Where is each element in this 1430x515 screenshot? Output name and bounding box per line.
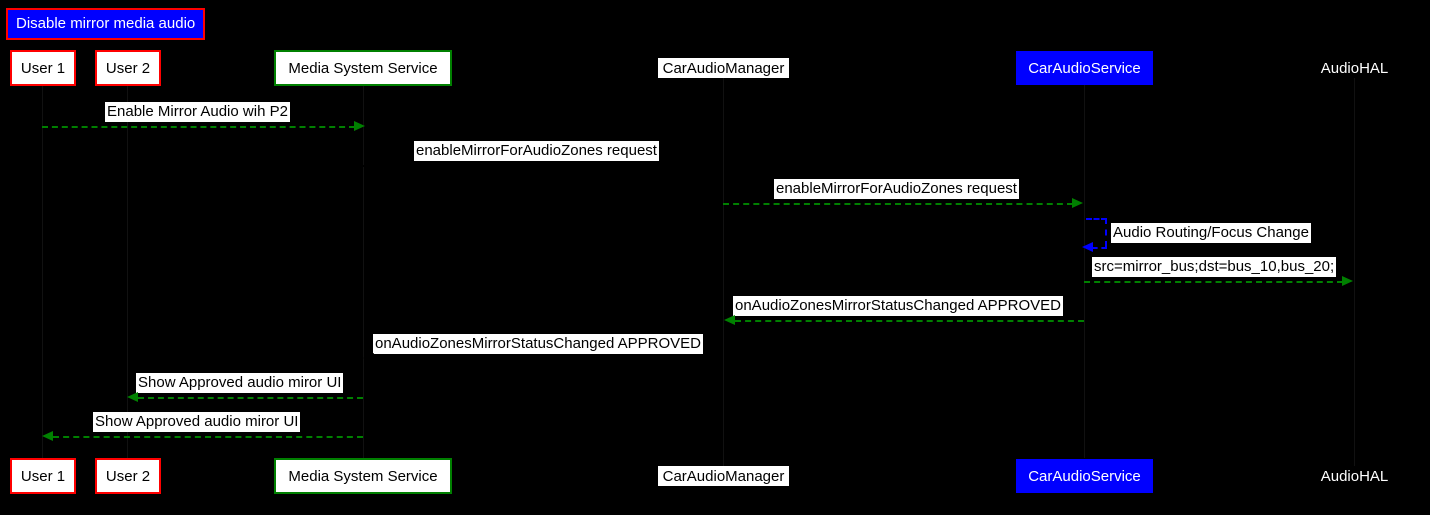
participant-user1-top[interactable]: User 1 [10, 50, 76, 86]
message-label-audio-routing-focus-change: Audio Routing/Focus Change [1111, 223, 1311, 243]
message-arrow-head-enable-mirror-audio [354, 121, 365, 131]
message-arrow-head-show-approved-ui-user2 [127, 392, 138, 402]
participant-car-audio-service-bottom[interactable]: CarAudioService [1016, 459, 1153, 493]
message-arrow-line-enable-mirror-request-cam [723, 203, 1073, 205]
message-label-show-approved-ui-user2: Show Approved audio miror UI [136, 373, 344, 393]
message-arrow-head-show-approved-ui-user1 [42, 431, 53, 441]
message-arrow-head-mirror-status-approved-cam [363, 353, 374, 363]
participant-user1-bottom[interactable]: User 1 [10, 458, 76, 494]
participant-label: CarAudioService [1028, 59, 1141, 77]
message-label-mirror-status-approved-cam: onAudioZonesMirrorStatusChanged APPROVED [373, 334, 704, 354]
participant-label: Media System Service [288, 59, 438, 77]
participant-label: User 1 [20, 467, 66, 485]
message-label-src-dst-buses: src=mirror_bus;dst=bus_10,bus_20; [1092, 257, 1337, 277]
lifeline-user1 [42, 86, 43, 458]
participant-car-audio-manager-bottom[interactable]: CarAudioManager [658, 466, 789, 486]
participant-label: User 2 [105, 59, 151, 77]
message-arrow-line-show-approved-ui-user2 [138, 397, 363, 399]
participant-label: AudioHAL [1320, 467, 1389, 485]
message-arrow-line-src-dst-buses [1084, 281, 1343, 283]
participant-user2-top[interactable]: User 2 [95, 50, 161, 86]
participant-label: User 2 [105, 467, 151, 485]
message-arrow-line-mirror-status-approved-cas [735, 320, 1084, 322]
participant-user2-bottom[interactable]: User 2 [95, 458, 161, 494]
self-loop-right-segment [1105, 218, 1107, 247]
message-label-mirror-status-approved-cas: onAudioZonesMirrorStatusChanged APPROVED [733, 296, 1064, 316]
lifeline-audio-hal [1354, 78, 1355, 466]
self-loop-top-segment [1086, 218, 1107, 220]
message-arrow-line-enable-mirror-audio [42, 126, 355, 128]
lifeline-car-audio-service [1084, 85, 1085, 458]
participant-media-system-service-bottom[interactable]: Media System Service [274, 458, 452, 494]
message-arrow-line-show-approved-ui-user1 [53, 436, 363, 438]
participant-car-audio-service-top[interactable]: CarAudioService [1016, 51, 1153, 85]
message-arrow-line-mirror-status-approved-cam [374, 358, 723, 360]
participant-label: User 1 [20, 59, 66, 77]
message-label-enable-mirror-request-mss: enableMirrorForAudioZones request [414, 141, 659, 161]
diagram-title: Disable mirror media audio [6, 8, 206, 40]
participant-car-audio-manager-top[interactable]: CarAudioManager [658, 58, 789, 78]
message-label-enable-mirror-audio: Enable Mirror Audio wih P2 [105, 102, 290, 122]
message-label-enable-mirror-request-cam: enableMirrorForAudioZones request [774, 179, 1019, 199]
lifeline-car-audio-manager [723, 78, 724, 466]
participant-label: CarAudioManager [662, 59, 785, 77]
participant-label: Media System Service [288, 467, 438, 485]
message-arrow-head-src-dst-buses [1342, 276, 1353, 286]
self-loop-bottom-segment [1092, 247, 1107, 249]
message-arrow-head-enable-mirror-request-cam [1072, 198, 1083, 208]
participant-label: CarAudioService [1028, 467, 1141, 485]
lifeline-user2 [127, 86, 128, 458]
participant-media-system-service-top[interactable]: Media System Service [274, 50, 452, 86]
participant-label: AudioHAL [1320, 59, 1389, 77]
message-label-show-approved-ui-user1: Show Approved audio miror UI [93, 412, 301, 432]
message-arrow-head-mirror-status-approved-cas [724, 315, 735, 325]
participant-audio-hal-top[interactable]: AudioHAL [1315, 58, 1394, 78]
message-arrow-line-enable-mirror-request-mss [363, 165, 712, 167]
participant-label: CarAudioManager [662, 467, 785, 485]
participant-audio-hal-bottom[interactable]: AudioHAL [1315, 466, 1394, 486]
self-loop-arrow-head [1082, 242, 1093, 252]
lifeline-media-system-service [363, 86, 364, 458]
message-arrow-head-enable-mirror-request-mss [712, 160, 723, 170]
